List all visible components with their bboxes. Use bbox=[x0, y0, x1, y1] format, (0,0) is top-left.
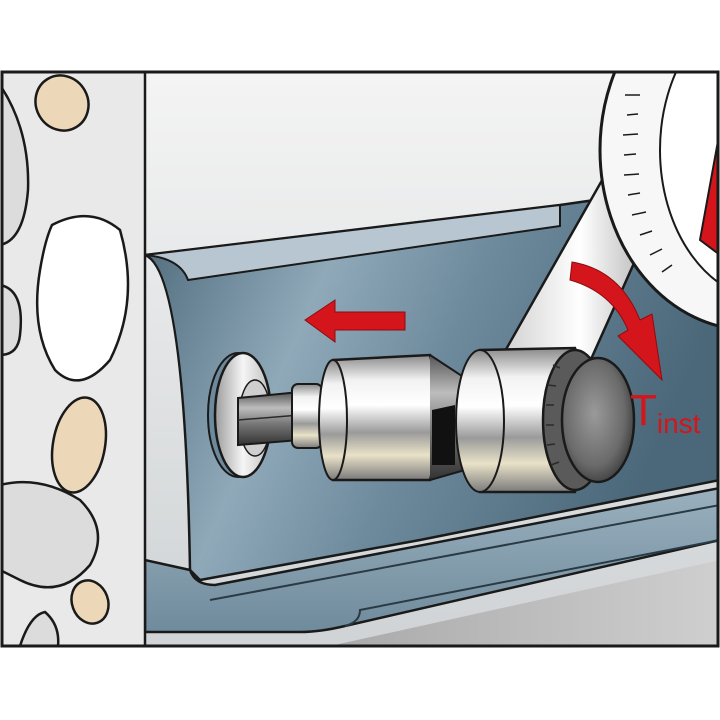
torque-label: Tinst bbox=[630, 386, 701, 439]
torque-dial bbox=[598, 72, 718, 328]
arrow-left-icon bbox=[304, 299, 406, 343]
dial-pointer bbox=[698, 135, 718, 255]
scene bbox=[2, 72, 718, 646]
wrench-head bbox=[455, 346, 636, 494]
torque-label-main: T bbox=[630, 386, 657, 435]
floor bbox=[330, 560, 718, 646]
frame-border bbox=[0, 70, 720, 648]
steel-angle-leg-edge bbox=[209, 504, 718, 601]
curved-arrow-clockwise-icon bbox=[569, 261, 663, 382]
ratchet-knob bbox=[560, 356, 636, 484]
hex-bit bbox=[237, 383, 323, 449]
aggregate-stones bbox=[2, 74, 130, 646]
steel-angle-top-edge bbox=[144, 203, 561, 282]
steel-angle-leg-front bbox=[344, 539, 718, 627]
torque-label-subscript: inst bbox=[657, 408, 701, 439]
socket-adapter bbox=[318, 353, 466, 482]
